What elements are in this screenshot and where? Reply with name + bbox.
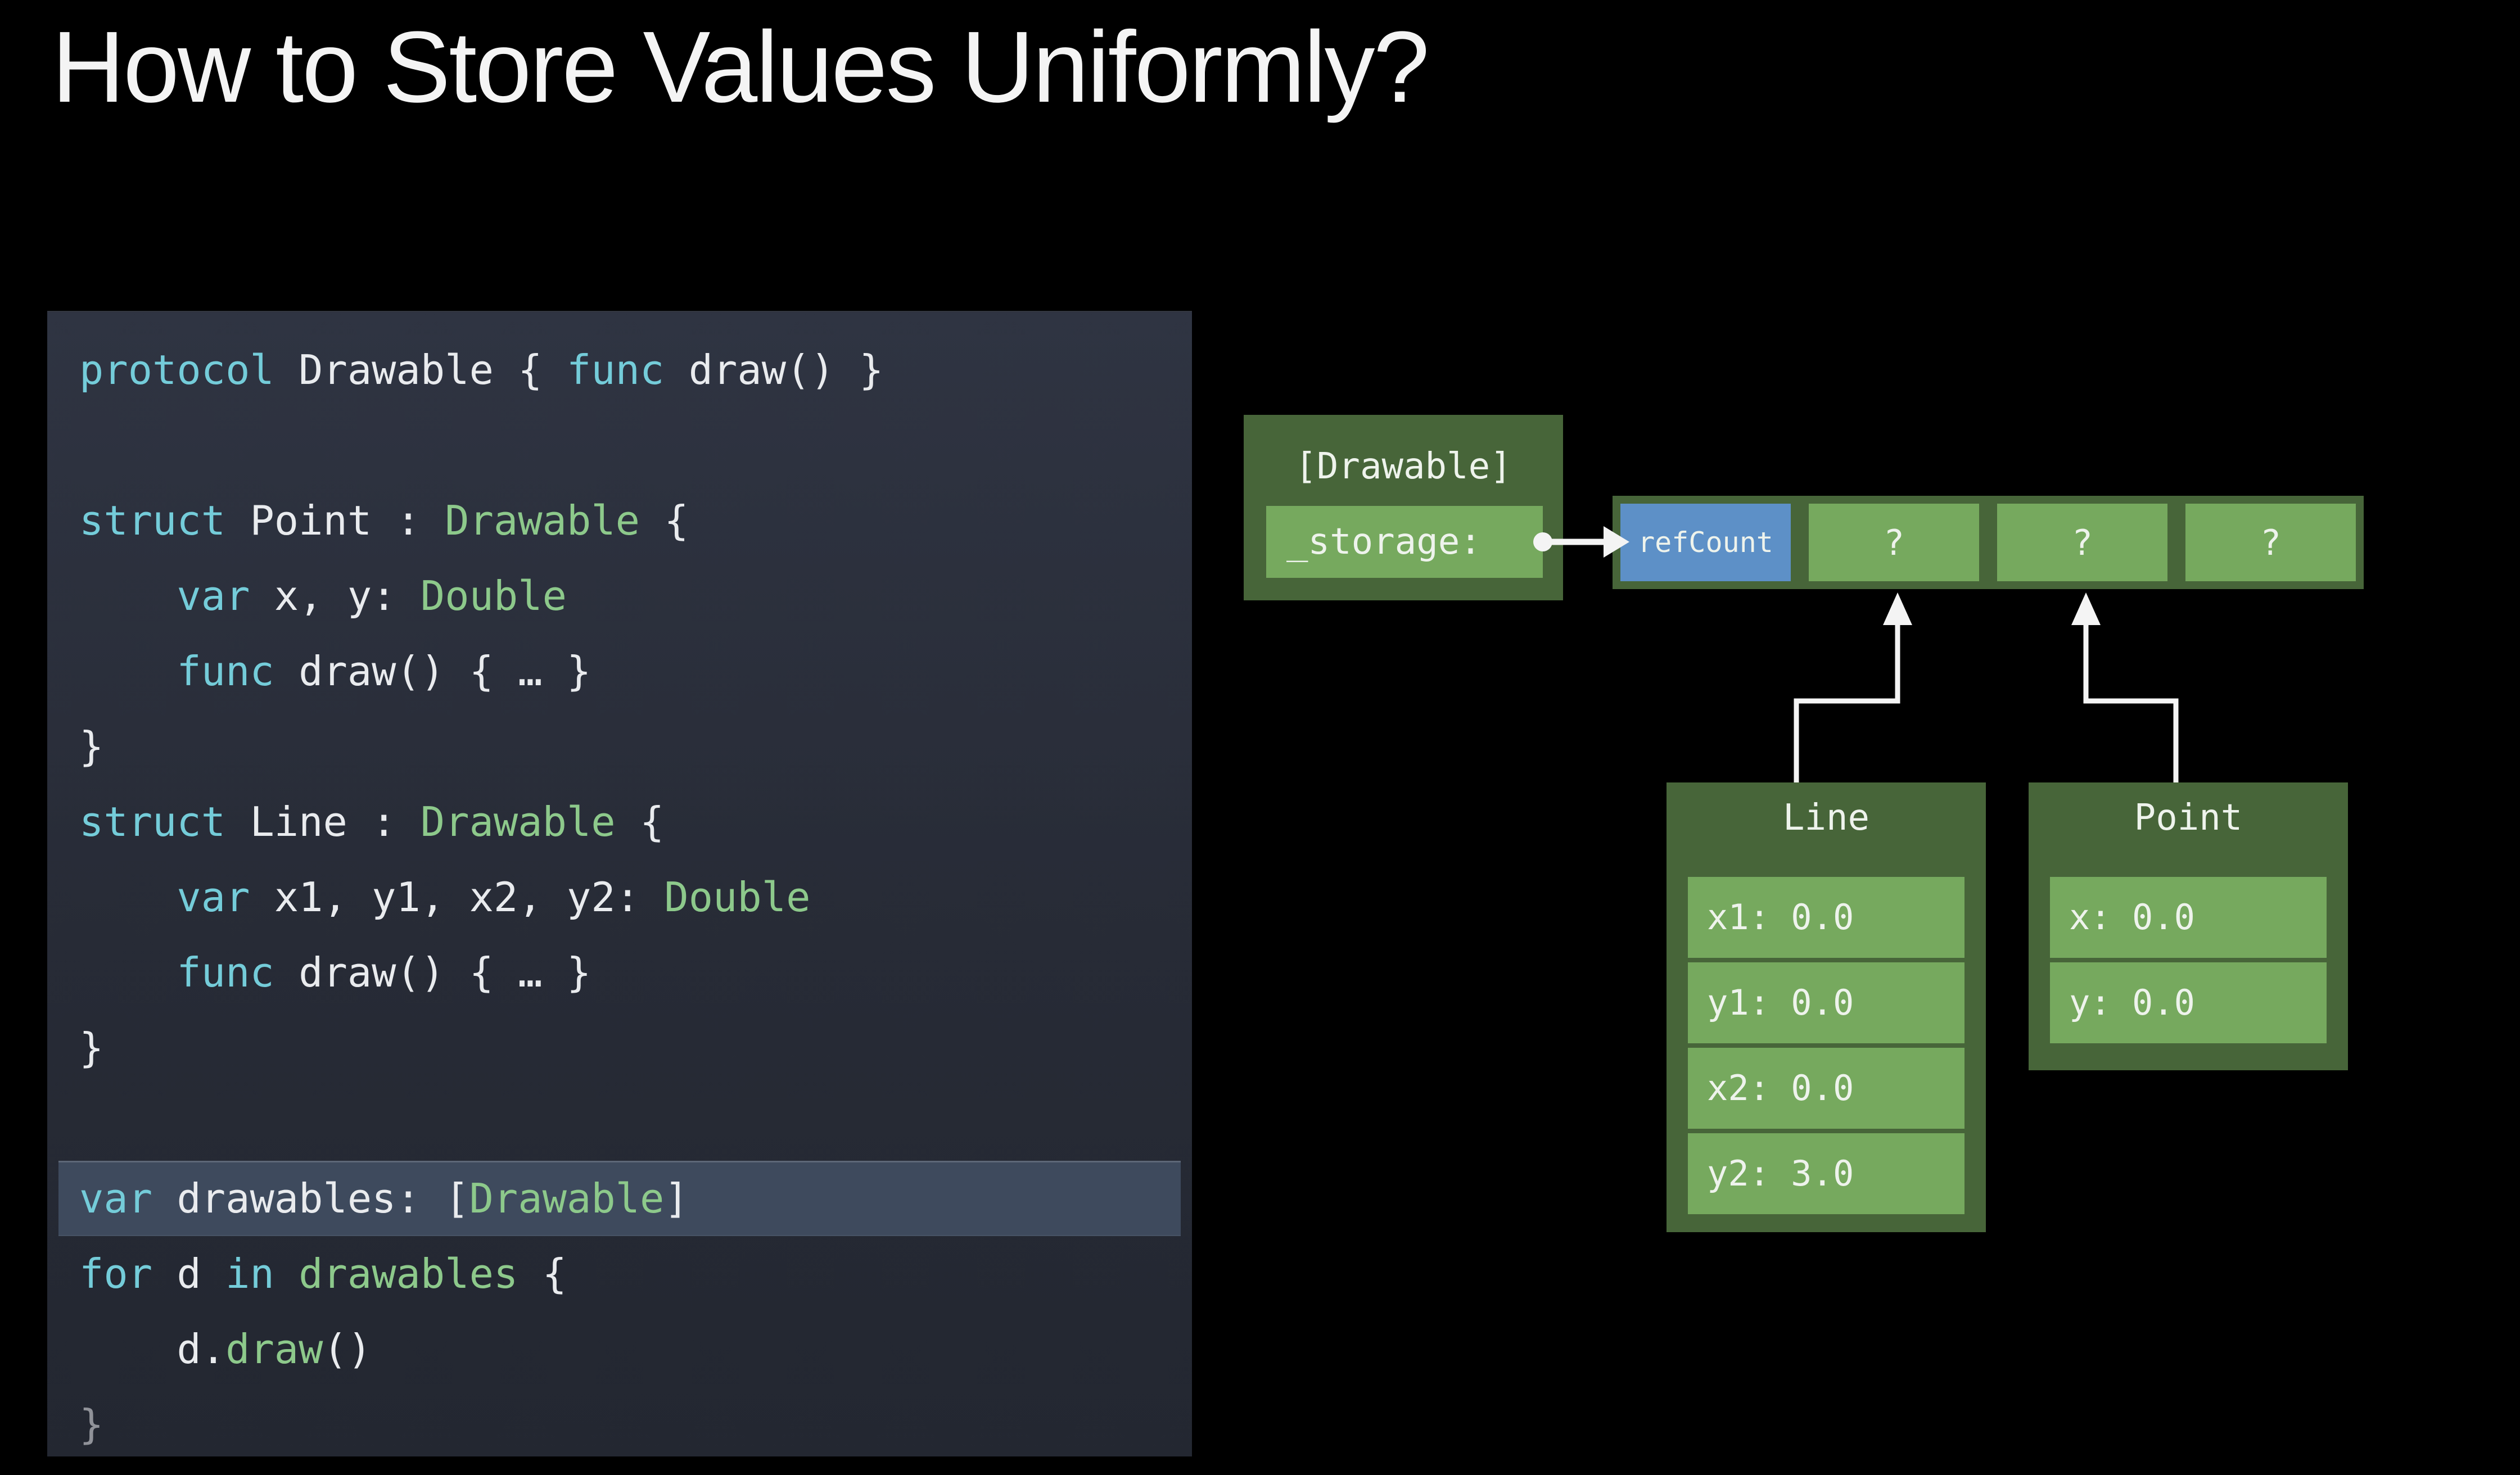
code-token-keyword: protocol: [79, 346, 274, 393]
code-token-type: draw: [225, 1325, 323, 1373]
code-token-type: Double: [420, 572, 567, 619]
code-token-keyword: var: [79, 1175, 153, 1222]
code-token-plain: Point :: [225, 497, 445, 544]
code-token-type: Drawable: [445, 497, 640, 544]
storage-field: _storage:: [1266, 506, 1543, 578]
drawable-array-header: [Drawable]: [1295, 446, 1512, 487]
code-token-plain: d.: [79, 1325, 226, 1373]
code-token-plain: {: [518, 1250, 567, 1297]
code-token-plain: [79, 874, 177, 921]
code-token-plain: [274, 1250, 299, 1297]
code-token-plain: ]: [664, 1175, 689, 1222]
code-line: }: [47, 709, 1192, 784]
code-token-plain: d: [152, 1250, 226, 1297]
heap-cell-refcount: refCount: [1620, 504, 1791, 581]
code-token-plain: }: [79, 1024, 104, 1071]
code-line: protocol Drawable { func draw() }: [47, 332, 1192, 408]
code-token-keyword: struct: [79, 798, 226, 845]
code-lines: protocol Drawable { func draw() } struct…: [47, 332, 1192, 1456]
heap-cell-unknown-slot: ?: [1809, 504, 1979, 581]
code-token-keyword: in: [225, 1250, 274, 1297]
code-line: for d in drawables {: [47, 1236, 1192, 1311]
heap-cell-unknown-slot: ?: [1997, 504, 2167, 581]
code-line: struct Line : Drawable {: [47, 784, 1192, 859]
code-token-keyword: struct: [79, 497, 226, 544]
code-line: func draw() { … }: [47, 634, 1192, 709]
drawable-array-box: [Drawable] _storage:: [1244, 415, 1563, 600]
code-token-plain: [79, 572, 177, 619]
line-field-row: x2: 0.0: [1688, 1048, 1964, 1129]
code-token-type: Drawable: [420, 798, 616, 845]
code-token-keyword: func: [177, 648, 274, 695]
heap-buffer-row: refCount???: [1613, 496, 2364, 589]
code-token-plain: Line :: [225, 798, 421, 845]
code-token-plain: [79, 648, 177, 695]
code-token-plain: }: [79, 1401, 104, 1448]
line-field-row: x1: 0.0: [1688, 877, 1964, 958]
code-line-highlighted: var drawables: [Drawable]: [58, 1161, 1181, 1236]
point-to-slot-arrow: [2071, 592, 2179, 782]
line-field-row: y1: 0.0: [1688, 962, 1964, 1043]
code-token-keyword: func: [177, 949, 274, 996]
code-token-plain: draw() { … }: [274, 949, 591, 996]
heap-cell-unknown-slot: ?: [2185, 504, 2356, 581]
code-token-plain: x1, y1, x2, y2:: [250, 874, 665, 921]
code-token-plain: [79, 949, 177, 996]
code-line: struct Point : Drawable {: [47, 483, 1192, 558]
code-token-plain: draw() { … }: [274, 648, 591, 695]
point-field-row: y: 0.0: [2050, 962, 2327, 1043]
code-token-plain: x, y:: [250, 572, 421, 619]
point-box-header: Point: [2134, 797, 2243, 839]
point-field-row: x: 0.0: [2050, 877, 2327, 958]
code-panel: protocol Drawable { func draw() } struct…: [47, 311, 1192, 1456]
line-box-header: Line: [1782, 797, 1870, 839]
code-line: }: [47, 1387, 1192, 1456]
line-to-slot-arrow: [1794, 592, 1912, 782]
code-token-plain: (): [323, 1325, 372, 1373]
code-token-plain: draw() }: [664, 346, 884, 393]
code-token-keyword: for: [79, 1250, 153, 1297]
code-token-keyword: var: [177, 874, 250, 921]
page-title: How to Store Values Uniformly?: [52, 11, 1430, 124]
line-field-row: y2: 3.0: [1688, 1133, 1964, 1214]
code-line: var x1, y1, x2, y2: Double: [47, 859, 1192, 935]
code-line: }: [47, 1010, 1192, 1085]
code-token-type: Double: [664, 874, 811, 921]
code-token-plain: drawables: [: [152, 1175, 469, 1222]
code-line: [47, 1085, 1192, 1161]
code-line: var x, y: Double: [47, 558, 1192, 634]
code-token-type: Drawable: [469, 1175, 665, 1222]
code-token-type: drawables: [299, 1250, 518, 1297]
code-token-plain: Drawable {: [274, 346, 567, 393]
code-line: func draw() { … }: [47, 935, 1192, 1010]
code-line: [47, 408, 1192, 483]
code-token-plain: }: [79, 723, 104, 770]
code-token-plain: {: [615, 798, 665, 845]
code-token-keyword: var: [177, 572, 250, 619]
code-line: d.draw(): [47, 1311, 1192, 1387]
code-token-plain: {: [640, 497, 689, 544]
code-token-keyword: func: [566, 346, 665, 393]
